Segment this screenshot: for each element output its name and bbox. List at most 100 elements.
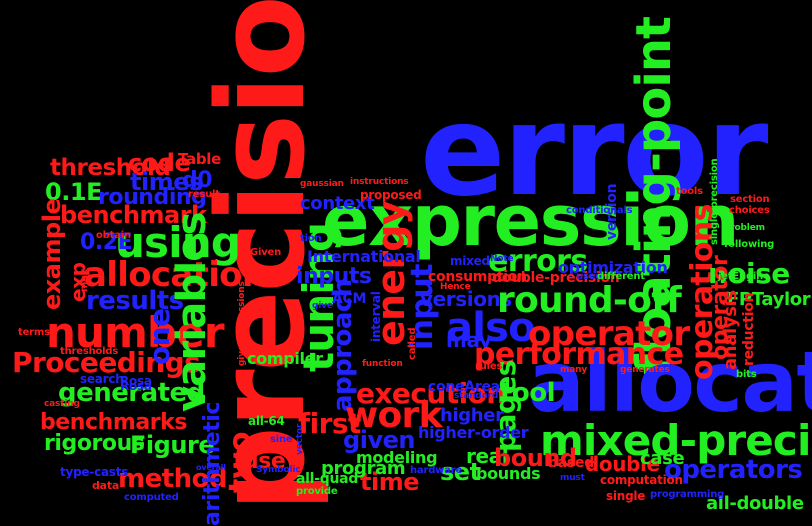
word-mixed-precision: mixed-precision: [540, 416, 812, 465]
word-double-precision: double-precision: [492, 270, 620, 286]
word-method: method: [118, 464, 228, 494]
word-type-casts: type-casts: [60, 465, 129, 479]
word-bounds: bounds: [476, 464, 541, 483]
word-rules: rules: [475, 361, 503, 372]
word-gaussian: gaussian: [300, 179, 344, 189]
word-vector: vector: [295, 423, 305, 455]
word-results: results: [86, 286, 184, 316]
word-generates: generates: [620, 365, 670, 375]
word-execution: execution: [356, 377, 506, 410]
word-inputs: inputs: [296, 264, 372, 289]
word-thresholds: thresholds: [60, 346, 119, 357]
word-first: first: [298, 407, 361, 440]
word-modeling: modeling: [356, 448, 438, 467]
word-round-off: round-off: [497, 280, 682, 321]
word-higher-order: higher-order: [418, 423, 529, 442]
word-number: number: [46, 308, 225, 357]
word-times: times: [130, 168, 203, 196]
word-table: Table: [178, 150, 221, 168]
word-code: code: [128, 149, 191, 177]
word-called: called: [407, 327, 418, 360]
word-interval: interval: [369, 291, 383, 342]
word-errors: errors: [488, 244, 588, 279]
word-given-small: Given: [250, 247, 282, 258]
word-provide: provide: [296, 486, 338, 497]
word-obtain: obtain: [96, 230, 131, 241]
word-note: Note: [490, 254, 514, 264]
word-versions: versions: [420, 287, 512, 311]
word-used: used: [576, 271, 603, 282]
word-example: example: [38, 198, 66, 310]
word-programming: programming: [650, 489, 725, 500]
word-mixed: mixed: [450, 254, 490, 268]
word-time: time: [360, 468, 420, 496]
word-0.1e: 0.1E: [45, 178, 102, 206]
word-casting: casting: [44, 399, 80, 409]
word-function: function: [362, 359, 403, 369]
word-many: many: [560, 365, 588, 375]
word-single-precision: single-precision: [709, 158, 720, 245]
word-consumption: consumption: [428, 269, 527, 285]
word-optimization: optimization: [558, 258, 668, 277]
word-may: may: [446, 328, 492, 352]
word-analysis: analysis: [720, 290, 741, 370]
word-tools: tools: [676, 186, 703, 197]
word-symbolic: Symbolic: [256, 465, 301, 475]
word-single: single: [606, 489, 646, 503]
word-max: max: [79, 268, 90, 292]
word-terms: terms: [18, 327, 50, 338]
word-based: based: [548, 455, 594, 471]
word-overall: overall: [196, 463, 226, 472]
word-following: following: [724, 239, 775, 250]
word-sine: sine: [270, 434, 293, 445]
word-section: section: [730, 194, 770, 205]
word-allocation: allocation: [528, 333, 812, 431]
word-expressions: expressions: [237, 281, 247, 340]
word-must: must: [560, 473, 585, 483]
word-different: different: [597, 271, 645, 282]
word-higher: higher: [440, 405, 504, 426]
word-proposed: proposed: [360, 188, 422, 202]
word-figure: Figure: [130, 431, 215, 459]
word-d0: d0: [182, 168, 213, 193]
word-bound: bound: [494, 444, 577, 472]
word-allocations: allocations: [84, 255, 286, 295]
word-given: given: [343, 426, 416, 454]
word-reduction: reduction: [741, 292, 757, 366]
word-all-quad: all-quad: [296, 471, 359, 487]
word-variables: variables: [169, 212, 215, 412]
word-search: search: [80, 372, 124, 386]
word-hardware: hardware: [410, 465, 463, 476]
word-instructions: instructions: [350, 177, 409, 187]
word-operator: operator: [528, 314, 690, 354]
word-gives: gives: [237, 340, 247, 366]
word-program: program: [321, 458, 406, 479]
word-acm: ACM: [332, 291, 367, 307]
word-cone-area: coneArea: [428, 379, 500, 395]
word-result: result: [188, 189, 220, 200]
word-conditionals: conditionals: [566, 205, 633, 216]
word-fptaylor: FPTaylor: [727, 289, 811, 310]
word-rigorous: rigorous: [44, 431, 145, 456]
word-double: double: [585, 452, 660, 476]
word-jetengine: jetEngine: [718, 271, 770, 282]
word-operators: operators: [664, 455, 803, 485]
word-case: case: [640, 448, 685, 469]
word-threshold: threshold: [50, 155, 171, 181]
word-real: real: [466, 444, 509, 468]
word-data: data: [92, 479, 120, 492]
word-expression: expression: [322, 180, 739, 262]
word-benchmarks: benchmarks: [40, 410, 187, 435]
word-hence: Hence: [440, 282, 471, 292]
word-all-64: all-64: [248, 414, 285, 428]
word-compiler: compiler: [247, 349, 323, 368]
word-give: give: [312, 301, 333, 311]
word-generated: generated: [58, 378, 205, 408]
word-error: error: [420, 77, 768, 224]
word-rosa-2: Rosa: [120, 374, 152, 388]
word-use: use: [243, 449, 286, 474]
word-standard: standard: [454, 391, 499, 401]
word-0.2e: 0.2E: [80, 230, 133, 255]
word-international: International: [307, 247, 421, 266]
